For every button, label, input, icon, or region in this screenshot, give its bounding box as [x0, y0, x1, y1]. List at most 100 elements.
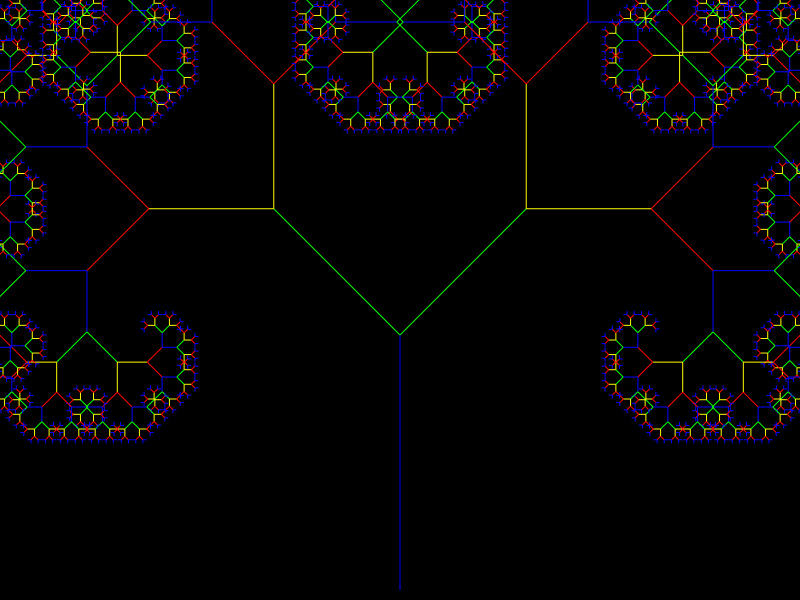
- branch-depth-11: [183, 391, 189, 396]
- branch-depth-9: [387, 111, 396, 120]
- branch-depth-9: [464, 15, 473, 24]
- branch-depth-11: [305, 81, 310, 86]
- branch-depth-11: [55, 425, 61, 430]
- branch-depth-9: [127, 111, 136, 120]
- branch-depth-11: [379, 100, 384, 105]
- branch-depth-11: [456, 118, 461, 124]
- branch-depth-11: [150, 99, 156, 104]
- branch-depth-9: [11, 391, 20, 400]
- branch-depth-11: [490, 19, 495, 24]
- branch-depth-11: [53, 20, 58, 25]
- branch-depth-11: [346, 125, 352, 131]
- branch-depth-9: [2, 360, 11, 369]
- branch-depth-11: [84, 428, 89, 433]
- branch-depth-9: [486, 66, 495, 75]
- branch-depth-11: [342, 28, 347, 33]
- branch-depth-11: [100, 17, 105, 22]
- branch-depth-9: [486, 37, 495, 46]
- branch-depth-9: [327, 15, 336, 24]
- branch-depth-11: [13, 38, 18, 43]
- branch-depth-11: [464, 4, 469, 9]
- branch-depth-11: [28, 203, 33, 208]
- branch-depth-11: [176, 321, 181, 326]
- branch-depth-11: [176, 88, 181, 93]
- branch-depth-9: [9, 360, 18, 369]
- branch-depth-11: [19, 24, 24, 29]
- branch-depth-5: [86, 55, 118, 87]
- branch-depth-11: [13, 250, 18, 256]
- branch-depth-11: [302, 20, 307, 25]
- branch-depth-11: [72, 104, 77, 109]
- branch-depth-11: [342, 15, 347, 20]
- branch-depth-11: [82, 35, 87, 40]
- branch-depth-11: [486, 15, 491, 20]
- branch-depth-11: [80, 24, 85, 29]
- branch-depth-11: [31, 203, 37, 208]
- branch-depth-11: [89, 388, 94, 393]
- branch-depth-9: [176, 376, 185, 385]
- branch-depth-11: [154, 99, 159, 104]
- branch-depth-11: [94, 125, 99, 131]
- branch-depth-11: [190, 43, 196, 49]
- branch-depth-9: [24, 187, 33, 196]
- branch-depth-9: [402, 89, 411, 98]
- branch-depth-11: [190, 383, 196, 389]
- branch-depth-11: [49, 81, 54, 86]
- branch-depth-9: [34, 421, 43, 430]
- branch-depth-9: [320, 81, 329, 90]
- branch-depth-11: [294, 0, 299, 4]
- branch-depth-9: [486, 29, 495, 38]
- branch-depth-11: [64, 95, 69, 101]
- branch-depth-11: [176, 91, 181, 97]
- branch-depth-11: [183, 328, 189, 334]
- branch-depth-9: [434, 111, 443, 120]
- branch-depth-11: [72, 89, 77, 94]
- branch-depth-11: [419, 125, 424, 131]
- branch-depth-11: [31, 209, 37, 214]
- branch-depth-11: [0, 405, 5, 411]
- branch-depth-9: [24, 221, 33, 230]
- branch-depth-11: [17, 38, 22, 43]
- branch-depth-11: [190, 62, 196, 67]
- branch-depth-11: [150, 388, 155, 393]
- branch-depth-9: [327, 81, 336, 90]
- branch-depth-11: [116, 425, 121, 430]
- branch-depth-11: [15, 314, 20, 319]
- branch-depth-11: [72, 85, 77, 91]
- branch-depth-11: [486, 85, 491, 90]
- branch-depth-9: [4, 324, 13, 333]
- branch-depth-9: [124, 421, 133, 430]
- branch-depth-11: [0, 374, 4, 379]
- branch-depth-9: [75, 20, 84, 29]
- branch-depth-11: [57, 88, 62, 94]
- branch-depth-11: [80, 421, 85, 426]
- branch-depth-11: [160, 413, 166, 419]
- branch-depth-7: [75, 51, 91, 68]
- branch-depth-11: [379, 85, 384, 91]
- branch-depth-5: [380, 0, 404, 23]
- branch-depth-11: [42, 13, 47, 18]
- branch-depth-11: [453, 24, 458, 29]
- branch-depth-11: [416, 89, 421, 94]
- branch-depth-11: [143, 395, 149, 400]
- branch-depth-11: [24, 363, 29, 369]
- branch-depth-11: [4, 7, 9, 12]
- branch-depth-11: [25, 88, 31, 93]
- branch-depth-11: [100, 13, 105, 19]
- branch-depth-9: [486, 0, 494, 7]
- branch-depth-9: [9, 173, 18, 182]
- branch-depth-11: [45, 435, 50, 441]
- branch-depth-11: [74, 435, 80, 441]
- branch-depth-9: [176, 32, 185, 41]
- branch-depth-9: [2, 236, 11, 245]
- branch-depth-9: [85, 399, 94, 408]
- branch-depth-11: [190, 339, 196, 344]
- branch-depth-11: [180, 51, 185, 57]
- branch-depth-11: [372, 115, 377, 120]
- branch-depth-7: [327, 0, 336, 7]
- branch-depth-11: [85, 425, 90, 430]
- branch-depth-9: [63, 421, 72, 430]
- branch-depth-11: [434, 125, 439, 131]
- branch-depth-11: [456, 115, 461, 120]
